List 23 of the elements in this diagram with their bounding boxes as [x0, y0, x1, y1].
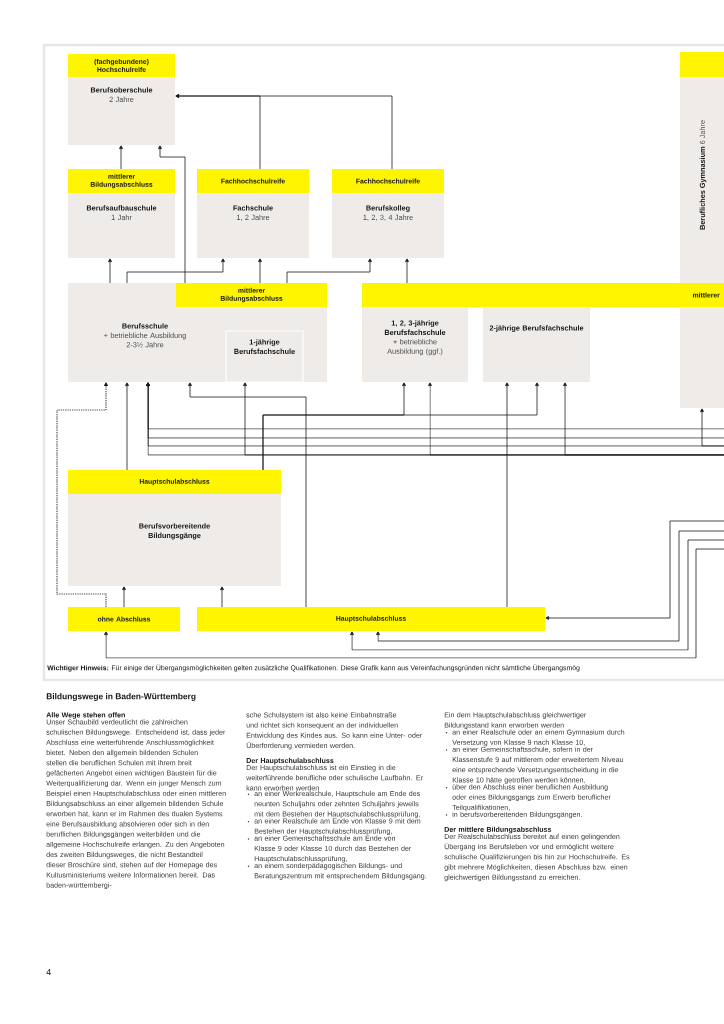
- arrow: [405, 258, 409, 284]
- arrow: [545, 520, 724, 620]
- arrow: [700, 408, 724, 447]
- arrow: [119, 145, 123, 170]
- arrow: [158, 145, 186, 284]
- page-heading: Bildungswege in Baden-Württemberg: [46, 693, 196, 701]
- arrow: [104, 548, 724, 659]
- arrow: [563, 382, 724, 456]
- arrow: [376, 530, 724, 642]
- arrow: [126, 258, 225, 284]
- arrow: [188, 382, 307, 608]
- arrow: [175, 94, 393, 170]
- arrow: [262, 382, 539, 471]
- arrow: [220, 586, 224, 608]
- arrow: [258, 258, 262, 284]
- arrow: [108, 258, 112, 284]
- arrow: [286, 258, 372, 284]
- arrow: [350, 539, 724, 651]
- arrow: [125, 382, 129, 471]
- arrow: [505, 382, 509, 608]
- arrow: [56, 382, 108, 608]
- arrow: [122, 586, 126, 608]
- page-number: 4: [46, 968, 51, 976]
